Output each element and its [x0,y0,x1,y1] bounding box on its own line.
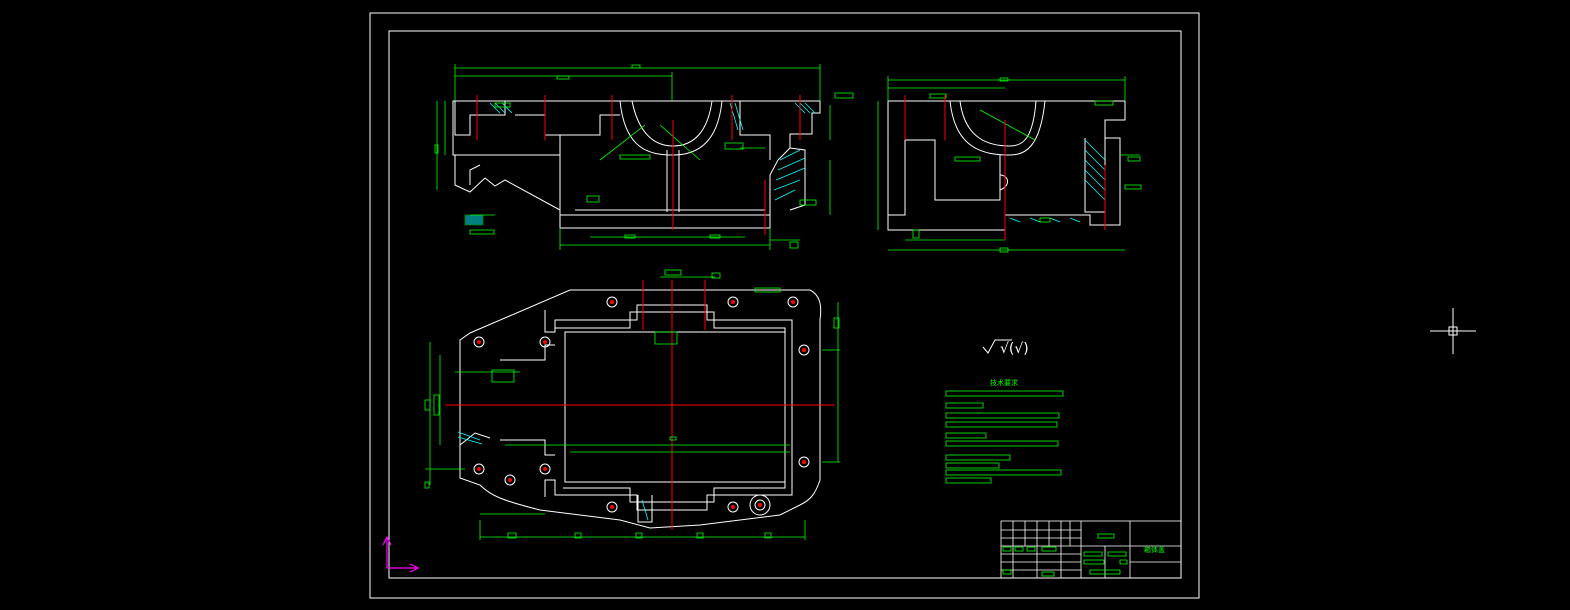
bolt-hole [798,456,810,468]
bolt-hole [787,296,799,308]
boss-inner [754,499,766,511]
bolt-hole [727,501,739,513]
tech-requirements: 技术要求 [945,378,1064,484]
boss-outer [749,494,771,516]
crosshair-cursor-icon [1430,308,1476,354]
bolt-hole [473,463,485,475]
top-view [424,269,840,540]
tech-requirements-title: 技术要求 [990,378,1018,387]
front-view [434,64,854,250]
bolt-hole [798,344,810,356]
roughness-note: √(√) [982,339,1029,357]
ucs-axis-icon [382,535,420,573]
bolt-hole [539,336,551,348]
title-block: 箱体盖 [1000,520,1182,579]
paper-inner-frame [388,30,1182,579]
paper-outer-border [369,12,1200,599]
bolt-hole [727,296,739,308]
bolt-hole [606,296,618,308]
roughness-symbol: √(√) [1000,341,1029,357]
side-view [877,76,1142,253]
bolt-hole [606,501,618,513]
bolt-hole [473,336,485,348]
bolt-hole [539,463,551,475]
title-block-part-name: 箱体盖 [1144,545,1165,554]
bolt-hole [504,474,516,486]
